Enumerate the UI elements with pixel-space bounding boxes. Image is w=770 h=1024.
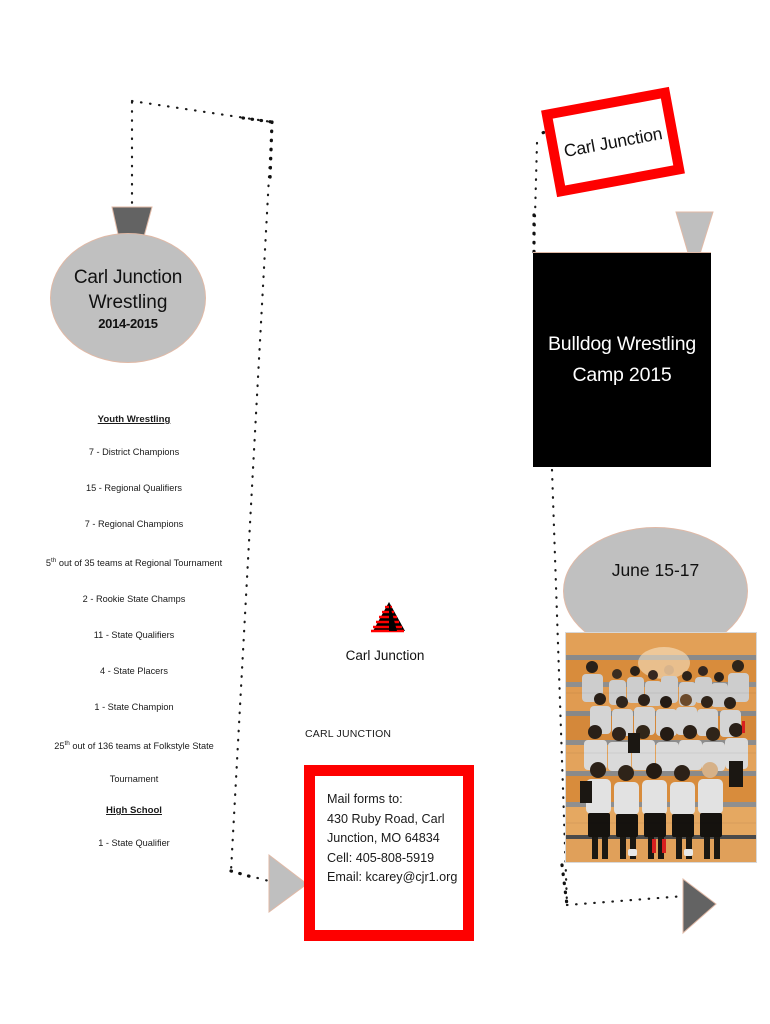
team-photo [565,632,757,863]
camp-title-black-box: Bulldog Wrestling Camp 2015 [533,252,711,467]
mail-forms-content: Mail forms to: 430 Ruby Road, Carl Junct… [315,776,463,888]
achievement-item: 11 - State Qualifiers [93,630,175,641]
rank-rest: out of 35 teams at Regional Tournament [56,558,223,569]
achievements-list: Youth Wrestling 7 - District Champions 1… [28,414,240,873]
ordinal-suffix: th [64,740,70,748]
youth-wrestling-heading: Youth Wrestling [97,414,171,425]
achievement-item: 1 - State Qualifier [98,838,170,849]
right-dotted-accent [532,127,569,907]
mail-line: Mail forms to: [327,792,403,806]
ordinal-suffix: th [50,557,57,564]
circle-line-1: Carl Junction [73,266,183,288]
mail-line: Junction, MO 64834 [327,831,440,845]
achievement-item: 7 - District Champions [88,447,180,457]
rotated-box-label: Carl Junction [562,122,664,161]
ordinal-number: 25 [54,741,65,752]
circle-season-years: 2014-2015 [98,315,158,331]
achievement-item-regional-rank: 5th out of 35 teams at Regional Tourname… [28,554,240,570]
achievement-item: 7 - Regional Champions [84,519,184,529]
mail-forms-box: Mail forms to: 430 Ruby Road, Carl Junct… [304,765,474,941]
carl-junction-pyramid-logo-icon [371,602,405,633]
achievement-item: 2 - Rookie State Champs [82,594,186,605]
right-arrow-mail-box [268,853,308,913]
rank-rest: out of 136 teams at Folkstyle State [69,741,214,752]
rank-rest-line2: Tournament [109,774,159,785]
carl-junction-caps-label: CARL JUNCTION [305,728,392,740]
circle-line-2: Wrestling [88,291,168,313]
mail-line-email[interactable]: Email: kcarey@cjr1.org [327,870,458,884]
camp-dates-label: June 15-17 [611,560,700,580]
achievement-item: 4 - State Placers [100,666,168,677]
ordinal-number: 5 [45,558,51,569]
camp-title-line-1: Bulldog Wrestling [548,333,696,355]
mail-line-phone: Cell: 405-808-5919 [327,850,435,865]
camp-title-line-2: Camp 2015 [572,364,672,386]
achievement-item: 1 - State Champion [94,702,174,713]
mail-line: 430 Ruby Road, Carl [327,811,445,826]
achievement-item-state-rank: 25th out of 136 teams at Folkstyle State… [28,737,240,786]
carl-junction-logo-label: Carl Junction [345,648,425,663]
high-school-heading: High School [106,805,162,817]
wrestling-title-circle: Carl Junction Wrestling 2014-2015 [50,233,206,363]
team-photo-graphic [566,633,756,862]
achievement-item: 15 - Regional Qualifiers [85,483,182,493]
right-arrow-bottom-right [682,877,717,935]
carl-junction-rotated-box: Carl Junction [541,86,685,198]
